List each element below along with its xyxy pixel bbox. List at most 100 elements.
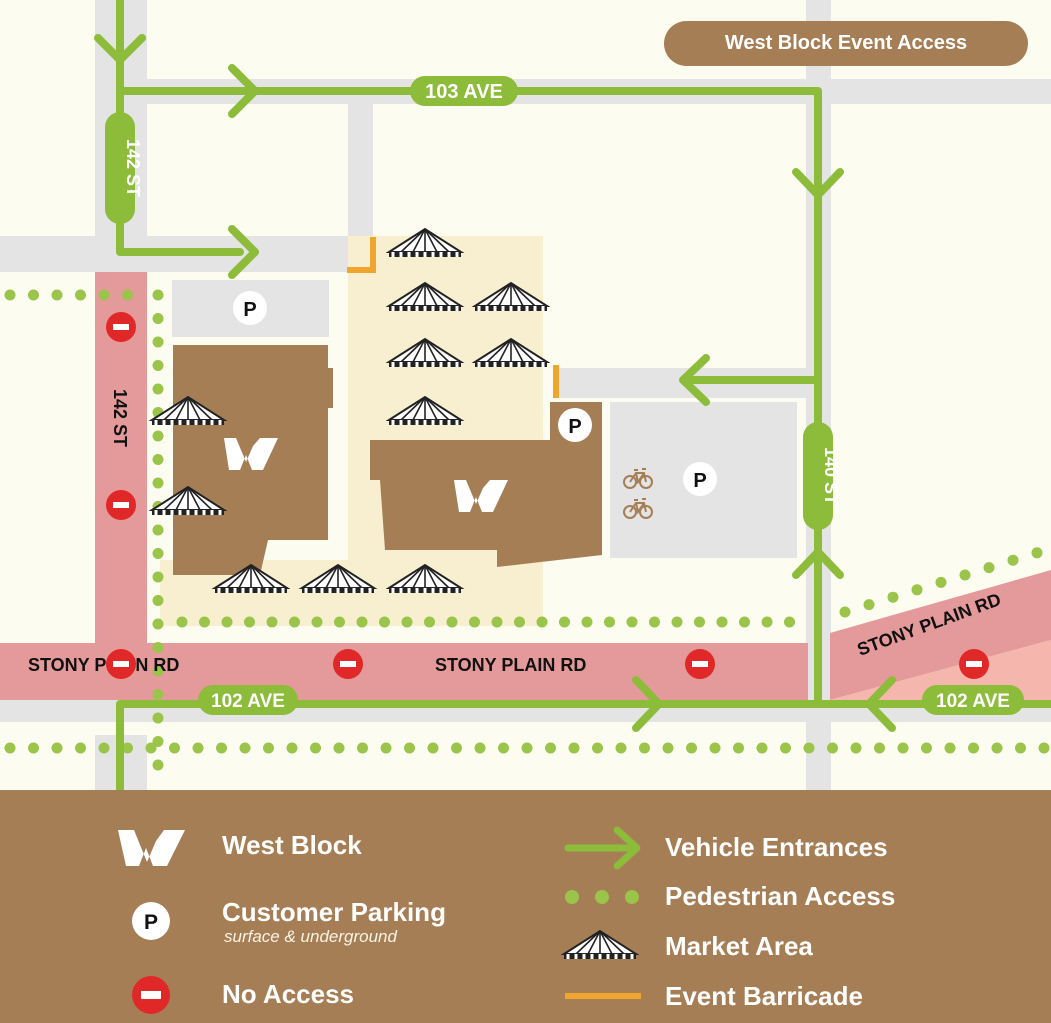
legend-vehicle-entrances: Vehicle Entrances: [665, 832, 888, 862]
pedestrian-dot: [152, 548, 164, 559]
pedestrian-dot: [334, 616, 345, 628]
pedestrian-dot: [176, 616, 188, 628]
pedestrian-dot: [887, 591, 899, 603]
pedestrian-dot: [152, 360, 164, 371]
pedestrian-dot: [152, 736, 164, 747]
pedestrian-dot: [424, 616, 435, 628]
pedestrian-dot: [286, 742, 298, 754]
label-stony-plain-west: STONY PLAIN RD: [28, 655, 179, 675]
pedestrian-dot: [380, 742, 392, 754]
pedestrian-dot: [850, 742, 862, 754]
legend-event-barricade: Event Barricade: [665, 981, 863, 1011]
legend-no-access: No Access: [222, 979, 354, 1009]
pedestrian-dot: [216, 742, 227, 754]
pedestrian-dot: [761, 616, 773, 628]
pedestrian-dot: [51, 742, 63, 754]
pedestrian-dot: [4, 742, 16, 754]
pedestrian-dot: [244, 616, 255, 628]
pedestrian-dot: [311, 616, 323, 628]
pedestrian-dot: [626, 616, 638, 628]
pedestrian-dot: [839, 606, 851, 618]
pedestrian-dot: [911, 584, 923, 596]
pedestrian-dot: [662, 742, 674, 754]
legend-west-block: West Block: [222, 830, 362, 860]
pedestrian-dot: [944, 742, 956, 754]
pedestrian-dot: [152, 642, 164, 653]
pedestrian-dot: [98, 289, 110, 301]
pedestrian-dot: [192, 742, 204, 754]
pedestrian-dot: [152, 383, 164, 395]
legend-customer-parking-sub: surface & underground: [224, 927, 397, 946]
pedestrian-dot: [404, 742, 415, 754]
pedestrian-dot: [716, 616, 728, 628]
pedestrian-dot: [357, 742, 368, 754]
pedestrian-dot: [152, 665, 164, 677]
pedestrian-dot: [379, 616, 390, 628]
legend-panel: [0, 790, 1051, 1023]
pedestrian-dot: [152, 524, 164, 536]
pedestrian-dot: [75, 289, 86, 301]
parking-marker-3: P: [693, 470, 706, 492]
pedestrian-dot: [51, 289, 63, 301]
pedestrian-dot: [803, 742, 815, 754]
pedestrian-dot: [1015, 742, 1026, 754]
west-block-event-access-button[interactable]: West Block Event Access: [664, 21, 1028, 66]
pedestrian-dot: [592, 742, 603, 754]
pedestrian-dot: [199, 616, 210, 628]
pedestrian-dot: [169, 742, 180, 754]
west-block-logos: [224, 438, 508, 512]
vehicle-entrances-legend-icon: [564, 826, 641, 870]
parking-marker-1: P: [243, 299, 256, 321]
pedestrian-dot: [686, 742, 697, 754]
pedestrian-dot: [1007, 554, 1019, 566]
pedestrian-dot: [968, 742, 979, 754]
pedestrian-dot: [568, 742, 580, 754]
pedestrian-dot: [427, 742, 439, 754]
pedestrian-dot: [98, 742, 110, 754]
parking-marker-2: P: [568, 416, 581, 438]
pedestrian-dot: [991, 742, 1003, 754]
pedestrian-dot: [474, 742, 486, 754]
pedestrian-dot: [28, 742, 39, 754]
parking-legend-letter: P: [144, 911, 158, 934]
legend-pedestrian-access: Pedestrian Access: [665, 881, 896, 911]
label-103-ave: 103 AVE: [425, 81, 503, 103]
pedestrian-dot: [536, 616, 548, 628]
pedestrian-dot: [356, 616, 368, 628]
pedestrian-dot: [521, 742, 533, 754]
pedestrian-dot: [4, 289, 16, 301]
pedestrian-dot: [122, 289, 133, 301]
label-142-st-north: 142 ST: [123, 139, 143, 197]
pedestrian-dot: [1031, 547, 1043, 559]
pedestrian-dot: [152, 595, 164, 606]
legend-icons: P: [118, 826, 641, 1014]
pedestrian-dot: [401, 616, 413, 628]
pedestrian-dot: [333, 742, 345, 754]
pedestrian-dot: [639, 742, 650, 754]
pedestrian-dot: [756, 742, 768, 754]
pedestrian-dot: [514, 616, 525, 628]
pedestrian-dot: [983, 562, 995, 574]
event-barricades: [347, 237, 559, 398]
pedestrian-dot: [446, 616, 458, 628]
label-140-st: 140 ST: [821, 447, 841, 505]
pedestrian-dot: [145, 742, 157, 754]
pedestrian-dot: [780, 742, 791, 754]
label-102-ave-east: 102 AVE: [936, 691, 1010, 712]
pedestrian-dot: [152, 430, 164, 442]
pedestrian-dot: [709, 742, 721, 754]
pedestrian-dot: [935, 576, 947, 588]
pedestrian-dot: [152, 313, 164, 324]
pedestrian-dot: [827, 742, 838, 754]
pedestrian-dot: [863, 599, 875, 611]
pedestrian-dot: [739, 616, 750, 628]
pedestrian-dot: [152, 618, 164, 630]
west-block-legend-icon: [118, 830, 185, 866]
pedestrian-dot: [152, 712, 164, 724]
parking-legend-icon: [132, 902, 170, 940]
label-stony-plain-mid: STONY PLAIN RD: [435, 655, 586, 675]
pedestrian-access-legend-icon: [565, 890, 639, 904]
label-142-st-west: 142 ST: [110, 389, 130, 447]
